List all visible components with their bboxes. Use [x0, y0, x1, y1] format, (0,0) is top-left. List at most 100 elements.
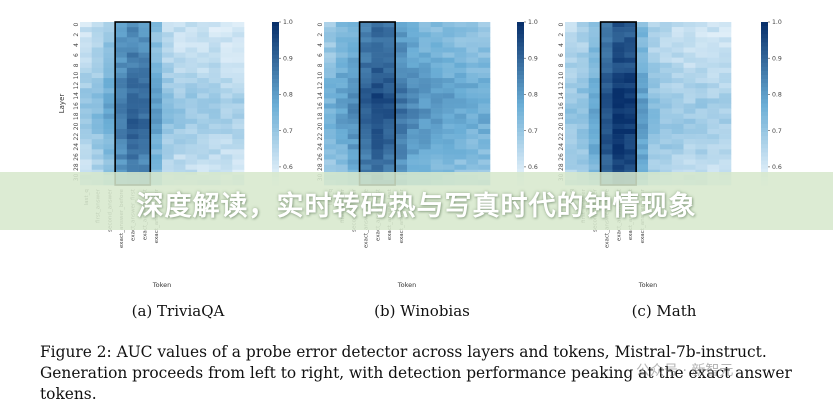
heatmap-cell	[126, 37, 139, 43]
heatmap-cell	[565, 108, 578, 114]
colorbar-tick-label: 0.8	[528, 92, 538, 99]
heatmap-cell	[383, 88, 396, 94]
heatmap-cell	[150, 57, 163, 64]
heatmap-cell	[648, 47, 661, 53]
heatmap-cell	[150, 72, 163, 79]
heatmap-cell	[407, 159, 420, 165]
heatmap-cell	[707, 57, 720, 64]
heatmap-cell	[383, 37, 396, 43]
colorbar-segment	[272, 87, 279, 92]
heatmap-cell	[220, 88, 233, 94]
y-tick-label: 16	[317, 102, 324, 110]
heatmap-cell	[347, 52, 360, 58]
y-tick-label: 8	[558, 63, 565, 67]
heatmap-cell	[103, 113, 116, 120]
colorbar-segment	[517, 50, 524, 55]
heatmap-cell	[576, 37, 590, 43]
heatmap-cell	[588, 103, 601, 109]
heatmap-cell	[565, 42, 578, 48]
colorbar-segment	[761, 70, 768, 76]
heatmap-cell	[454, 78, 467, 84]
heatmap-cell	[324, 118, 337, 125]
heatmap-cell	[91, 88, 104, 94]
heatmap-cell	[695, 154, 708, 160]
heatmap-cell	[466, 83, 479, 89]
heatmap-cell	[659, 139, 673, 145]
heatmap-cell	[719, 154, 732, 160]
heatmap-cell	[442, 159, 455, 165]
heatmap-cell	[418, 62, 432, 69]
heatmap-cell	[162, 128, 175, 135]
heatmap-cell	[162, 149, 175, 155]
heatmap-cell	[91, 57, 104, 64]
heatmap-cell	[565, 52, 578, 58]
heatmap-cell	[683, 118, 696, 125]
heatmap-cell	[588, 52, 601, 58]
colorbar-segment	[272, 38, 279, 43]
heatmap-cell	[695, 52, 708, 58]
heatmap-cell	[707, 103, 720, 109]
heatmap-cell	[466, 37, 479, 43]
colorbar-segment	[761, 119, 768, 125]
heatmap-cell	[418, 57, 432, 64]
heatmap-cell	[150, 139, 163, 145]
heatmap-cell	[648, 83, 661, 89]
heatmap-cell	[707, 139, 720, 145]
heatmap-cell	[671, 93, 684, 99]
heatmap-cell	[126, 134, 139, 140]
heatmap-cell	[454, 47, 467, 53]
heatmap-cell	[612, 37, 625, 43]
heatmap-cell	[80, 27, 93, 33]
heatmap-cell	[695, 149, 708, 155]
heatmap-cell	[208, 57, 221, 64]
heatmap-cell	[220, 144, 233, 150]
heatmap-cell	[418, 118, 432, 125]
heatmap-cell	[359, 88, 372, 94]
heatmap-cell	[150, 164, 163, 171]
colorbar-segment	[761, 152, 768, 157]
heatmap-cell	[138, 83, 151, 89]
heatmap-cell	[442, 22, 455, 28]
heatmap-cell	[371, 118, 384, 125]
heatmap-cell	[115, 144, 128, 150]
heatmap-cell	[636, 134, 649, 140]
heatmap-cell	[208, 149, 221, 155]
heatmap-cell	[335, 47, 349, 53]
heatmap-cell	[454, 72, 467, 79]
colorbar-segment	[761, 95, 768, 100]
heatmap-cell	[719, 128, 732, 135]
heatmap-cell	[565, 113, 578, 120]
heatmap-cell	[671, 164, 684, 171]
y-tick-label: 6	[317, 53, 324, 57]
heatmap-cell	[624, 67, 637, 74]
heatmap-cell	[695, 88, 708, 94]
heatmap-cell	[707, 123, 720, 130]
heatmap-cell	[466, 78, 479, 84]
heatmap-cell	[454, 164, 467, 171]
heatmap-cell	[220, 72, 233, 79]
heatmap-cell	[324, 67, 337, 74]
heatmap-cell	[671, 32, 684, 38]
heatmap-cell	[335, 128, 349, 135]
heatmap-cell	[383, 42, 396, 48]
heatmap-cell	[454, 83, 467, 89]
heatmap-cell	[648, 134, 661, 140]
heatmap-cell	[173, 22, 186, 28]
heatmap-cell	[91, 108, 104, 114]
heatmap-cell	[707, 32, 720, 38]
heatmap-cell	[407, 27, 420, 33]
heatmap-cell	[624, 144, 637, 150]
heatmap-cell	[150, 134, 163, 140]
y-tick-label: 18	[317, 112, 324, 120]
heatmap-cell	[466, 67, 479, 74]
heatmap-cell	[220, 27, 233, 33]
heatmap-cell	[347, 149, 360, 155]
heatmap-cell	[395, 62, 408, 69]
heatmap-cell	[683, 27, 696, 33]
heatmap-cell	[150, 113, 163, 120]
heatmap-cell	[347, 47, 360, 53]
colorbar-segment	[517, 79, 524, 84]
heatmap-cell	[115, 72, 128, 79]
heatmap-cell	[115, 93, 128, 99]
heatmap-cell	[430, 134, 443, 140]
